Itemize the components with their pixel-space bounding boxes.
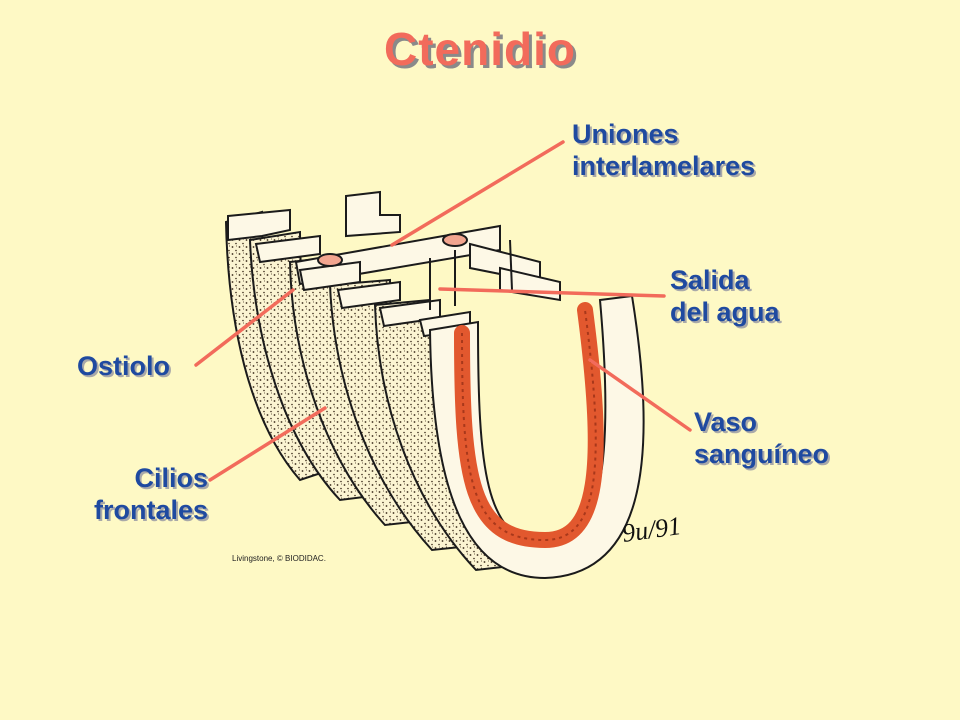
label-uniones-interlamelares: Uniones interlamelares	[572, 118, 755, 182]
label-ostiolo: Ostiolo	[77, 351, 170, 381]
pointer-cilios	[208, 406, 327, 482]
pointer-lines	[194, 140, 692, 482]
label-vaso-sanguineo: Vaso sanguíneo	[694, 406, 829, 470]
label-cilios-frontales: Cilios frontales	[68, 462, 208, 526]
label-uniones-line2: interlamelares	[572, 151, 756, 181]
pointer-uniones	[390, 140, 565, 247]
label-vaso-line2: sanguíneo	[694, 439, 830, 469]
pointer-ostiolo	[194, 288, 295, 367]
label-salida-del-agua: Salida del agua	[670, 264, 780, 328]
page-title: Ctenidio	[384, 23, 576, 75]
label-salida-line2: del agua	[670, 297, 780, 327]
image-credit: Livingstone, © BIODIDAC.	[232, 554, 326, 563]
label-cilios-line1: Cilios	[134, 463, 208, 493]
label-vaso-line1: Vaso	[694, 407, 758, 437]
label-uniones-line1: Uniones	[572, 119, 679, 149]
label-cilios-line2: frontales	[93, 495, 208, 525]
label-salida-line1: Salida	[670, 265, 750, 295]
top-structure	[227, 190, 561, 338]
pointer-vaso	[588, 358, 692, 432]
pointer-salida	[438, 287, 666, 298]
